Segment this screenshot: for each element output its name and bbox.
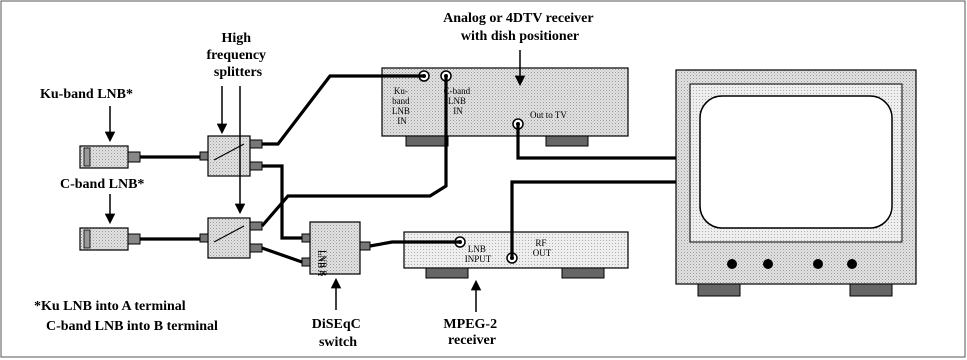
analog-receiver-line-1: Analog or 4DTV receiver <box>443 11 593 26</box>
splitter-top <box>199 135 263 177</box>
pointer-arrows <box>104 50 526 312</box>
rf-out-line-2: OUT <box>533 248 552 258</box>
analog-receiver-label: Analog or 4DTV receiver with dish positi… <box>443 11 597 44</box>
cable-splitter-to-c-in <box>260 76 448 228</box>
splitters-line-1: High <box>221 31 251 46</box>
ku-in-line-1: Ku- <box>394 86 408 96</box>
analog-receiver-line-2: with dish positioner <box>461 29 579 44</box>
splitters-line-3: splitters <box>214 65 263 80</box>
ku-band-lnb-label: Ku-band LNB* <box>40 87 133 102</box>
c-in-line-2: LNB <box>448 96 466 106</box>
out-to-tv-label: Out to TV <box>530 110 567 120</box>
ku-band-lnb <box>79 145 141 169</box>
footnote-label: *Ku LNB into A terminal C-band LNB into … <box>34 299 218 334</box>
ku-in-line-2: band <box>392 96 410 106</box>
switch-port-b-label: LNB B <box>318 250 328 276</box>
footnote-line-1: *Ku LNB into A terminal <box>34 299 186 314</box>
cable-splitter-to-ku-in <box>262 74 424 146</box>
rf-out-line-1: RF <box>535 238 546 248</box>
diseqc-label: DiSEqC switch <box>312 317 365 350</box>
ku-band-lnb-in-label: Ku- band LNB IN <box>392 86 412 126</box>
c-band-lnb <box>79 227 141 251</box>
c-in-line-1: C-band <box>444 86 471 96</box>
mpeg2-receiver <box>403 231 629 279</box>
switch-port-a-label: LNB A <box>316 250 326 277</box>
diseqc-line-2: switch <box>319 335 357 350</box>
diseqc-line-1: DiSEqC <box>312 317 361 332</box>
cable-out-to-tv <box>516 124 676 160</box>
mpeg2-line-2: receiver <box>448 333 496 348</box>
ku-in-line-4: IN <box>397 116 407 126</box>
diseqc-switch: LNB A LNB B <box>301 221 371 277</box>
cable-switch-to-lnb-input <box>369 240 460 248</box>
splitters-line-2: frequency <box>206 48 266 63</box>
coax-cables <box>140 74 676 264</box>
mpeg2-label: MPEG-2 receiver <box>443 317 500 348</box>
television <box>675 69 917 297</box>
c-in-line-3: IN <box>453 106 463 116</box>
analog-receiver <box>381 67 629 147</box>
splitters-label: High frequency splitters <box>206 31 269 80</box>
c-band-lnb-in-label: C-band LNB IN <box>444 86 473 116</box>
mpeg2-line-1: MPEG-2 <box>443 317 497 332</box>
cable-rf-out-to-tv <box>510 180 676 258</box>
lnb-input-line-1: LNB <box>468 244 486 254</box>
cable-splitter-to-switch-b <box>261 246 303 264</box>
ku-in-line-3: LNB <box>392 106 410 116</box>
c-band-lnb-label: C-band LNB* <box>60 177 144 192</box>
rf-out-label: RF OUT <box>533 238 552 258</box>
lnb-input-label: LNB INPUT <box>465 244 492 264</box>
lnb-input-line-2: INPUT <box>465 254 492 264</box>
footnote-line-2: C-band LNB into B terminal <box>46 319 218 334</box>
splitter-bottom <box>199 217 263 259</box>
